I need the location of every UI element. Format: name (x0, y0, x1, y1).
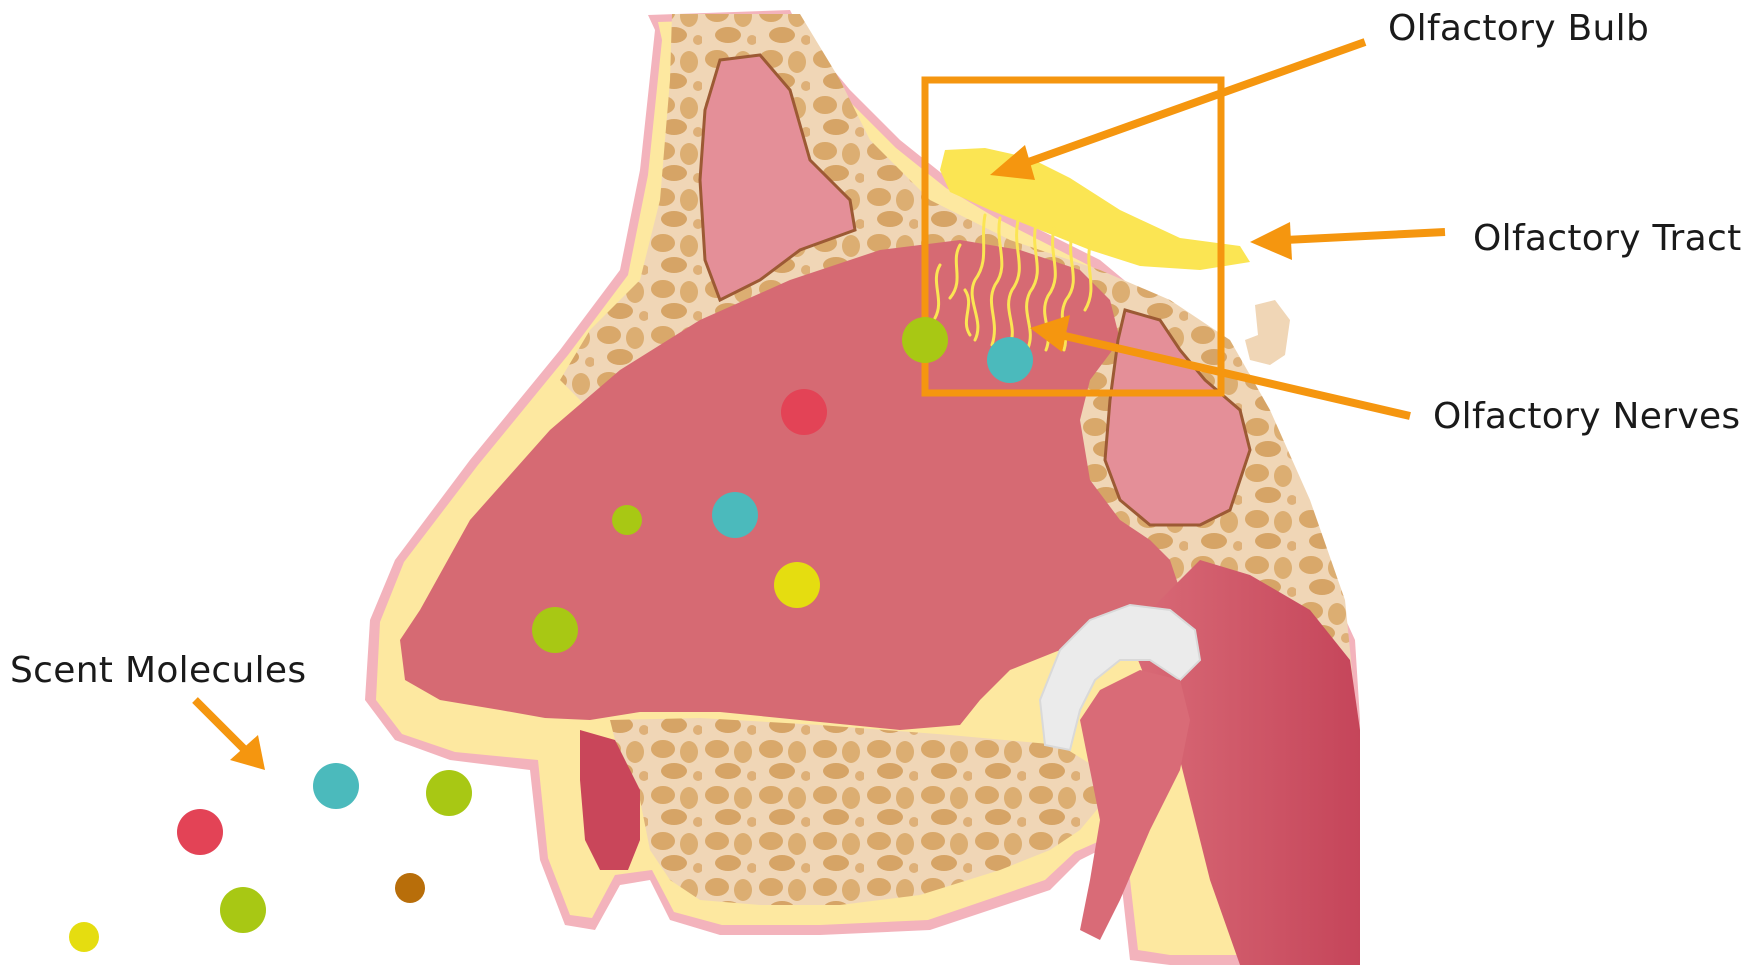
scent-molecules-outside (69, 763, 472, 952)
molecule-teal (712, 492, 758, 538)
molecule-green (612, 505, 642, 535)
label-olfactory-nerves: Olfactory Nerves (1433, 396, 1740, 437)
label-scent-molecules: Scent Molecules (10, 650, 306, 691)
molecule-teal (313, 763, 359, 809)
molecule-brown (395, 873, 425, 903)
molecule-red (177, 809, 223, 855)
molecule-teal (987, 337, 1033, 383)
arrow-tract-head (1250, 222, 1292, 260)
arrow-bulb (1020, 42, 1365, 165)
molecule-green (220, 887, 266, 933)
molecule-green (532, 607, 578, 653)
arrow-scent (195, 700, 245, 750)
molecule-yellow (774, 562, 820, 608)
molecule-green (902, 317, 948, 363)
rear-bone-hook (1245, 300, 1290, 365)
molecule-green (426, 770, 472, 816)
arrow-tract (1285, 232, 1445, 240)
molecule-yellow (69, 922, 99, 952)
molecule-red (781, 389, 827, 435)
label-olfactory-tract: Olfactory Tract (1473, 218, 1742, 259)
label-olfactory-bulb: Olfactory Bulb (1388, 8, 1649, 49)
